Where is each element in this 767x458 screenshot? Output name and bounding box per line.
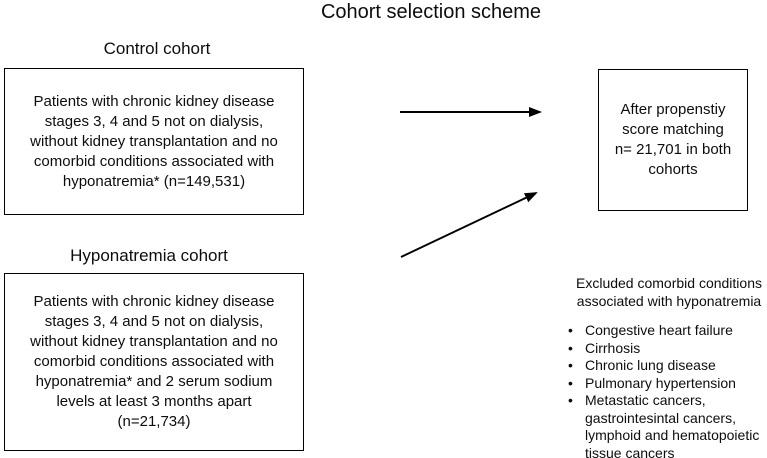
matched-box-line: cohorts bbox=[648, 161, 698, 178]
excluded-conditions-list: • Congestive heart failure • Cirrhosis •… bbox=[568, 322, 759, 458]
excluded-item-text: lymphoid and hematopoietic bbox=[585, 427, 760, 443]
matched-box-line: n= 21,701 in both bbox=[614, 141, 732, 158]
hypo-box-line: hyponatremia* and 2 serum sodium bbox=[35, 373, 273, 390]
hypo-box-line: Patients with chronic kidney disease bbox=[33, 293, 275, 310]
excluded-item-text: gastrointesintal cancers, bbox=[585, 409, 736, 426]
control-cohort-box: Patients with chronic kidney disease sta… bbox=[4, 68, 304, 215]
hypo-box-line: (n=21,734) bbox=[117, 413, 191, 430]
excluded-item: • Chronic lung disease bbox=[568, 357, 759, 375]
excluded-item-text: Metastatic cancers, bbox=[585, 392, 706, 408]
matched-cohorts-text: After propenstiy score matching n= 21,70… bbox=[615, 100, 731, 180]
excluded-heading-line: Excluded comorbid conditions bbox=[576, 275, 762, 291]
hypo-box-line: comorbid conditions associated with bbox=[33, 353, 275, 370]
hyponatremia-cohort-text: Patients with chronic kidney disease sta… bbox=[30, 292, 278, 432]
bullet-icon: • bbox=[568, 339, 573, 356]
excluded-item-text: Chronic lung disease bbox=[585, 357, 716, 373]
excluded-conditions-heading: Excluded comorbid conditions associated … bbox=[576, 274, 762, 310]
hypo-box-line: stages 3, 4 and 5 not on dialysis, bbox=[44, 313, 264, 330]
excluded-item-text: Congestive heart failure bbox=[585, 322, 733, 338]
matched-box-line: After propenstiy bbox=[620, 101, 726, 118]
matched-cohorts-box: After propenstiy score matching n= 21,70… bbox=[598, 69, 748, 211]
hypo-box-line: levels at least 3 months apart bbox=[56, 393, 252, 410]
excluded-item: • Metastatic cancers, gastrointesintal c… bbox=[568, 392, 759, 458]
control-cohort-text: Patients with chronic kidney disease sta… bbox=[30, 92, 278, 192]
excluded-item: • Pulmonary hypertension bbox=[568, 375, 759, 393]
excluded-item-text: Cirrhosis bbox=[585, 339, 641, 356]
bullet-icon: • bbox=[568, 392, 573, 408]
control-box-line: hyponatremia* (n=149,531) bbox=[62, 172, 246, 190]
control-box-line: without kidney transplantation and no bbox=[30, 132, 278, 150]
bullet-icon: • bbox=[568, 374, 573, 391]
excluded-item-text: Pulmonary hypertension bbox=[585, 374, 736, 391]
hyponatremia-cohort-heading: Hyponatremia cohort bbox=[70, 246, 228, 265]
excluded-item: • Congestive heart failure bbox=[568, 322, 759, 340]
bullet-icon: • bbox=[568, 357, 573, 373]
hyponatremia-to-matched-arrow bbox=[400, 192, 538, 258]
excluded-heading-line: associated with hyponatremia bbox=[576, 293, 762, 309]
control-box-line: comorbid conditions associated with bbox=[33, 152, 275, 170]
hyponatremia-cohort-box: Patients with chronic kidney disease sta… bbox=[4, 273, 304, 451]
control-cohort-heading: Control cohort bbox=[103, 39, 211, 58]
figure-title: Cohort selection scheme bbox=[320, 1, 542, 23]
bullet-icon: • bbox=[568, 322, 573, 338]
hypo-box-line: without kidney transplantation and no bbox=[30, 333, 278, 350]
control-box-line: Patients with chronic kidney disease bbox=[33, 92, 275, 110]
excluded-item-text: tissue cancers bbox=[585, 444, 675, 458]
matched-box-line: score matching bbox=[622, 121, 724, 138]
excluded-item: • Cirrhosis bbox=[568, 340, 759, 358]
control-box-line: stages 3, 4 and 5 not on dialysis, bbox=[44, 112, 264, 130]
